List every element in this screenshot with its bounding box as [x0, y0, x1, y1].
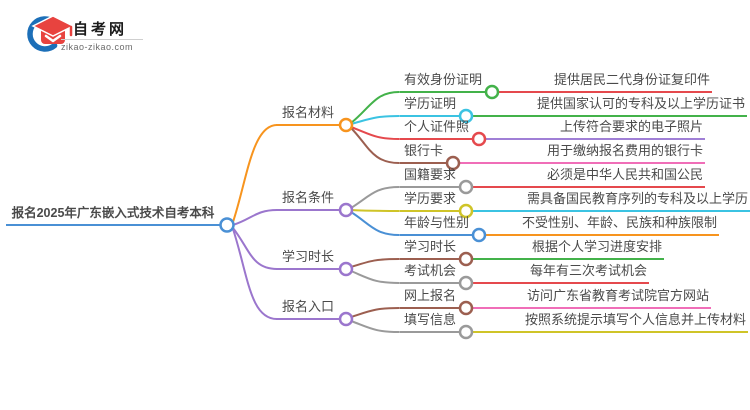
edge-req-age: [350, 211, 400, 236]
site-logo[interactable]: 自考网 zikao-zikao.com: [15, 8, 175, 60]
node-education-requirement[interactable]: 学历要求: [400, 191, 460, 212]
graduation-cap-icon: [27, 15, 75, 52]
node-online-registration[interactable]: 网上报名: [400, 288, 460, 309]
time-handle: [458, 251, 474, 267]
edge-req-nationality: [350, 186, 400, 209]
logo-title: 自考网: [73, 21, 128, 38]
edge-materials-id: [350, 91, 400, 124]
node-valid-id[interactable]: 有效身份证明: [400, 72, 486, 93]
detail-education-cert[interactable]: 提供国家认可的专科及以上学历证书: [535, 96, 748, 117]
detail-education-requirement[interactable]: 需具备国民教育序列的专科及以上学历: [525, 191, 750, 212]
detail-fill-info[interactable]: 按照系统提示填写个人信息并上传材料: [523, 312, 749, 333]
exam-handle: [458, 275, 474, 291]
age-handle: [471, 227, 487, 243]
bank-handle: [445, 155, 461, 171]
online-handle: [458, 300, 474, 316]
edge-materials-photo: [350, 126, 400, 140]
edge-portal-online: [350, 307, 400, 318]
detail-study-time[interactable]: 根据个人学习进度安排: [530, 239, 665, 260]
edge-portal-fill: [350, 320, 400, 333]
edge-dur-exam: [350, 270, 400, 284]
edge-root-duration: [232, 227, 278, 270]
node-fill-info[interactable]: 填写信息: [400, 312, 460, 333]
edge-root-requirements: [232, 209, 278, 226]
node-bank-card[interactable]: 银行卡: [400, 143, 447, 164]
root-handle: [219, 217, 235, 233]
id-handle: [484, 84, 500, 100]
root-topic[interactable]: 报名2025年广东嵌入式技术自考本科: [6, 205, 220, 226]
edu-handle: [458, 108, 474, 124]
edge-req-education: [350, 209, 400, 212]
detail-bank-card[interactable]: 用于缴纳报名费用的银行卡: [545, 143, 706, 164]
detail-age-gender[interactable]: 不受性别、年龄、民族和种族限制: [520, 215, 720, 236]
portal-handle: [338, 311, 354, 327]
duration-handle: [338, 261, 354, 277]
detail-valid-id[interactable]: 提供居民二代身份证复印件: [552, 72, 713, 93]
node-exam-chances[interactable]: 考试机会: [400, 263, 460, 284]
fill-handle: [458, 324, 474, 340]
photo-handle: [471, 131, 487, 147]
branch-registration-portal[interactable]: 报名入口: [276, 299, 340, 320]
detail-online-registration[interactable]: 访问广东省教育考试院官方网站: [525, 288, 712, 309]
node-education-cert[interactable]: 学历证明: [400, 96, 460, 117]
logo-divider: [61, 39, 143, 40]
detail-exam-chances[interactable]: 每年有三次考试机会: [528, 263, 650, 284]
node-age-gender[interactable]: 年龄与性别: [400, 215, 473, 236]
logo-url: zikao-zikao.com: [61, 42, 134, 52]
materials-handle: [338, 117, 354, 133]
edge-materials-bank: [350, 127, 400, 164]
branch-study-duration[interactable]: 学习时长: [276, 249, 340, 270]
node-study-time[interactable]: 学习时长: [400, 239, 460, 260]
branch-registration-requirements[interactable]: 报名条件: [276, 190, 340, 211]
nationality-handle: [458, 179, 474, 195]
education-handle: [458, 203, 474, 219]
edge-root-materials: [232, 124, 278, 223]
edge-dur-time: [350, 258, 400, 268]
requirements-handle: [338, 202, 354, 218]
detail-nationality[interactable]: 必须是中华人民共和国公民: [545, 167, 706, 188]
detail-id-photo[interactable]: 上传符合要求的电子照片: [558, 119, 706, 140]
node-id-photo[interactable]: 个人证件照: [400, 119, 473, 140]
edge-materials-edu: [350, 115, 400, 125]
branch-registration-materials[interactable]: 报名材料: [276, 105, 340, 126]
node-nationality[interactable]: 国籍要求: [400, 167, 460, 188]
edge-root-portal: [232, 228, 278, 320]
